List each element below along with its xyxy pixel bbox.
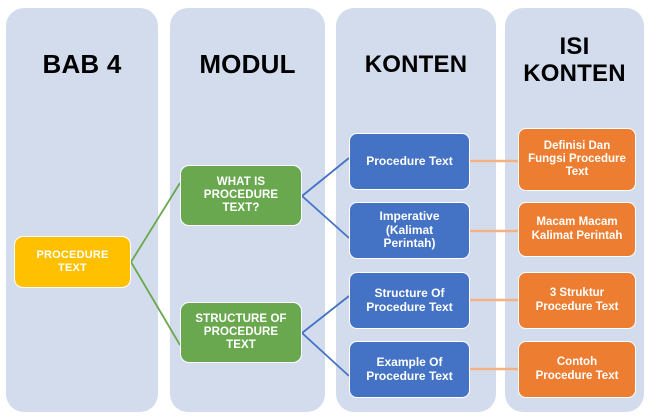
column-title-bab: BAB 4 [42,49,122,79]
node-isi-3-struktur[interactable]: 3 Struktur Procedure Text [518,272,636,329]
node-isi-contoh[interactable]: Contoh Procedure Text [518,341,636,398]
node-procedure-text-root[interactable]: PROCEDURE TEXT [14,236,131,288]
node-konten-imperative[interactable]: Imperative (Kalimat Perintah) [349,202,470,259]
column-title-isi-konten: ISI KONTEN [523,33,626,87]
node-isi-definisi-fungsi[interactable]: Definisi Dan Fungsi Procedure Text [518,128,636,191]
node-what-is-procedure-text[interactable]: WHAT IS PROCEDURE TEXT? [180,165,302,226]
node-structure-of-procedure-text[interactable]: STRUCTURE OF PROCEDURE TEXT [180,302,302,363]
node-konten-structure[interactable]: Structure Of Procedure Text [349,272,470,329]
column-title-konten: KONTEN [364,51,468,78]
column-title-modul: MODUL [199,49,296,79]
node-konten-procedure-text[interactable]: Procedure Text [349,133,470,190]
node-konten-example[interactable]: Example Of Procedure Text [349,341,470,398]
node-isi-macam-kalimat-perintah[interactable]: Macam Macam Kalimat Perintah [518,202,636,257]
